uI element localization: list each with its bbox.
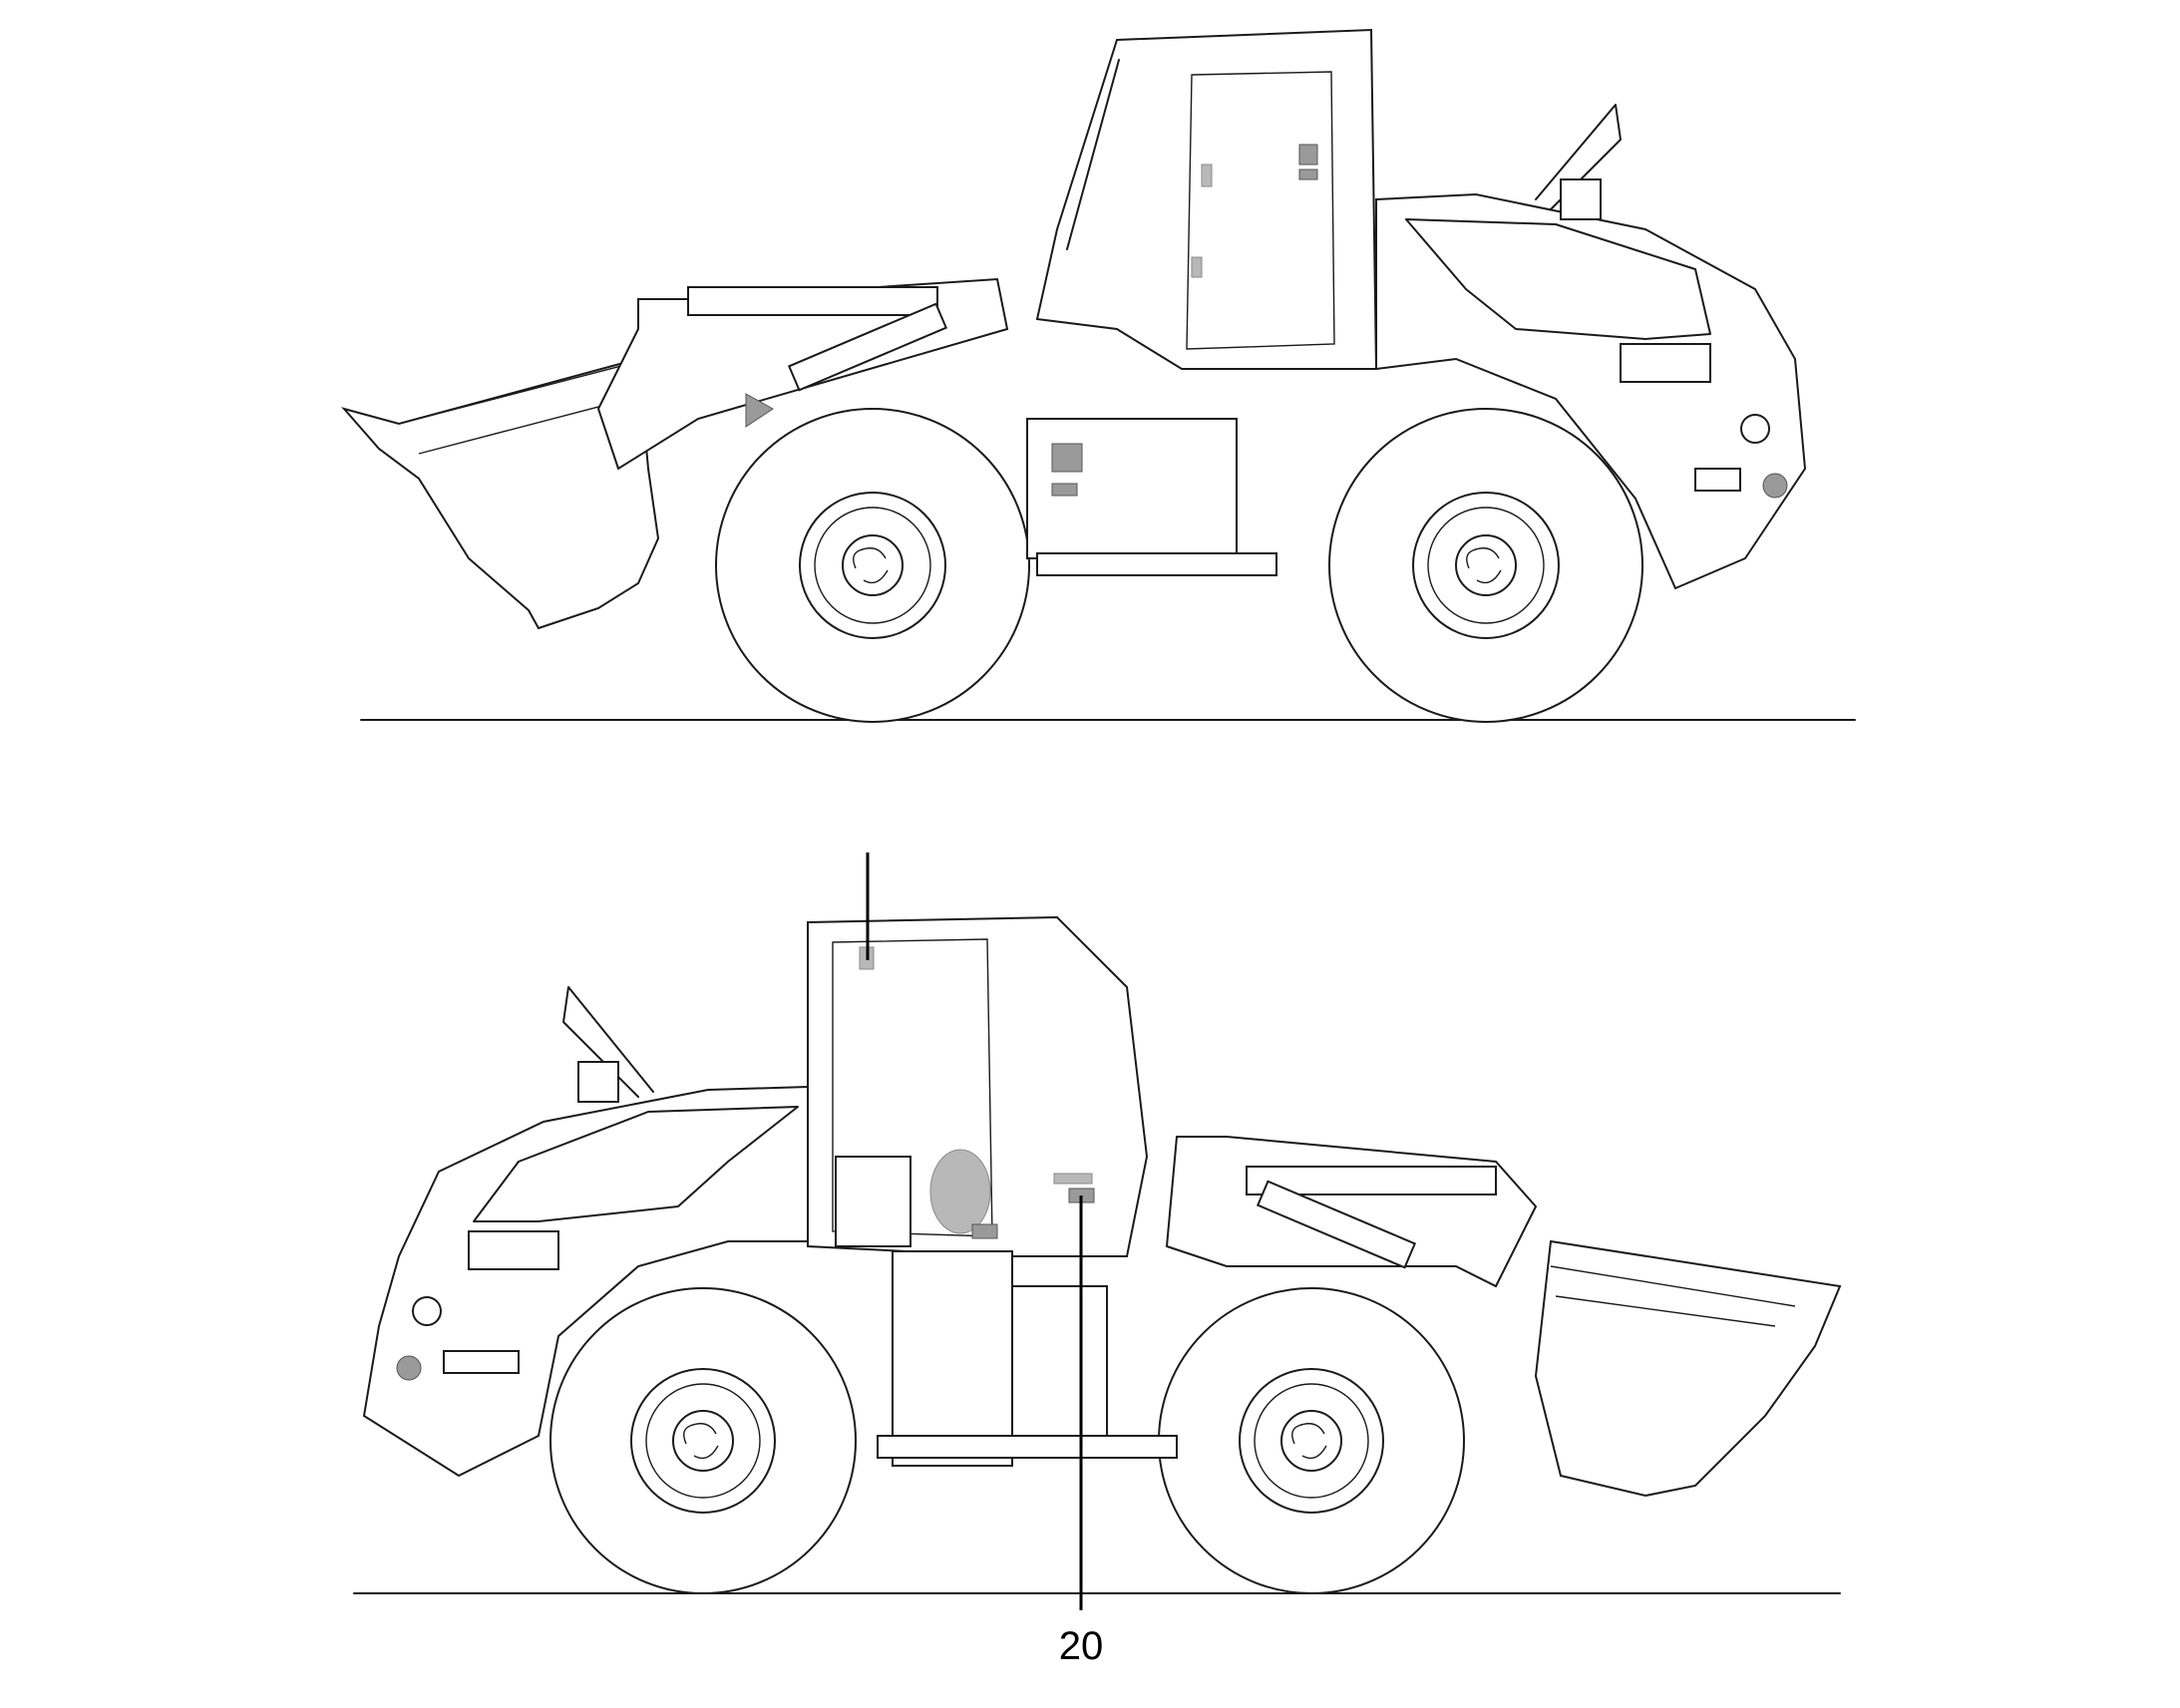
rear-wheel-bottom (549, 1287, 857, 1594)
label-chassis-top (1051, 443, 1083, 473)
label-cab-highlight (929, 1149, 991, 1234)
loader-right-side-view (353, 915, 1842, 1594)
rear-wheel-top (1328, 408, 1643, 723)
front-wheel-top (715, 408, 1030, 723)
lift-arm-bottom (1165, 1136, 1538, 1288)
front-wheel-bottom (1158, 1287, 1465, 1594)
lift-cylinder-top (687, 286, 938, 316)
loader-left-side-view (341, 28, 1856, 723)
callout-label-20: 20 (1059, 1624, 1104, 1668)
callout-20: 20 (866, 853, 1104, 1668)
cab-top (1035, 28, 1378, 370)
engine-hood-bottom (362, 1085, 809, 1478)
chassis-block-bottom (892, 1250, 1013, 1467)
bucket-bottom (1534, 1239, 1842, 1498)
